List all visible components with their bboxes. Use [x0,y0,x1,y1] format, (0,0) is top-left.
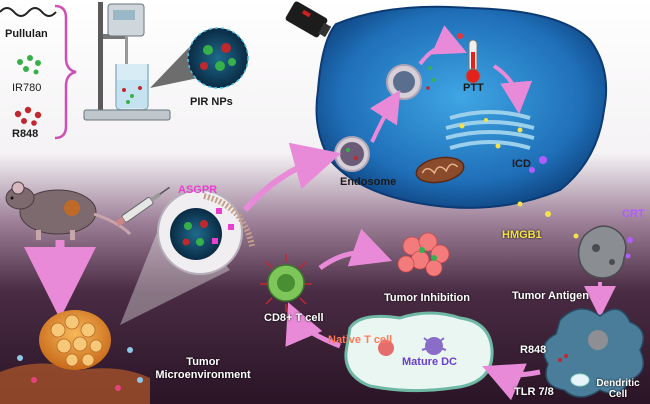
label-r848-top: R848 [12,128,39,140]
thermometer-icon [457,33,481,84]
arrow-node-to-tcell [285,302,341,349]
r848-dots-icon [14,106,42,126]
label-cd8-t-cell: CD8+ T cell [264,312,324,324]
mouse-icon [5,181,132,240]
syringe-icon [115,186,170,227]
lymph-node-icon [344,311,494,393]
ir780-dots-icon [17,55,41,75]
tumor-cell-shape [315,5,608,209]
label-pullulan: Pullulan [5,28,48,40]
label-pir-nps: PIR NPs [190,96,233,108]
bracket-shape [54,4,77,140]
label-native-t-cell: Native T cell [328,334,393,346]
label-ir780: IR780 [12,82,42,94]
arrow-tcell-to-inhibition [318,228,393,271]
arrow-dc-to-node [482,363,541,401]
np-receptor-zoom-icon [157,189,255,275]
mitochondrion-icon [415,156,465,184]
label-tumor-micro-line2: Microenvironment [155,369,251,381]
pir-np-zoom-icon [187,27,249,89]
wave-icon [0,7,57,17]
label-tumor-antigen: Tumor Antigen [512,290,589,302]
cd8-t-cell-icon [260,254,312,312]
label-endosome: Endosome [340,176,397,188]
label-tumor-inhibition: Tumor Inhibition [384,292,470,304]
stirrer-apparatus-icon [83,2,171,121]
label-tlr: TLR 7/8 [514,386,554,398]
endosome-icon [334,136,370,172]
arrow-vesicle-to-ptt [418,25,467,66]
dendritic-cell-icon [542,308,645,398]
endoplasmic-reticulum-icon [445,110,535,150]
label-r848-bottom: R848 [520,344,547,356]
arrow-ptt-to-icd [492,64,533,114]
tumor-antigen-icon [577,225,633,279]
vesicle-icon [386,64,422,100]
label-tumor-micro-line1: Tumor [186,356,220,368]
hmgb1-particles-icon [517,201,579,239]
label-asgpr: ASGPR [178,184,218,196]
label-ptt: PTT [463,82,484,94]
arrow-np-to-cell [242,142,342,212]
label-hmgb1: HMGB1 [502,229,542,241]
tumor-mass-icon [0,310,150,404]
label-icd: ICD [512,158,531,170]
label-crt: CRT [622,208,645,220]
arrow-endosome-to-vesicle [369,89,401,143]
label-dendritic-cell: Dendritic Cell [596,378,640,400]
tumor-inhibition-cluster-icon [397,232,450,277]
label-mature-dc: Mature DC [402,356,458,368]
